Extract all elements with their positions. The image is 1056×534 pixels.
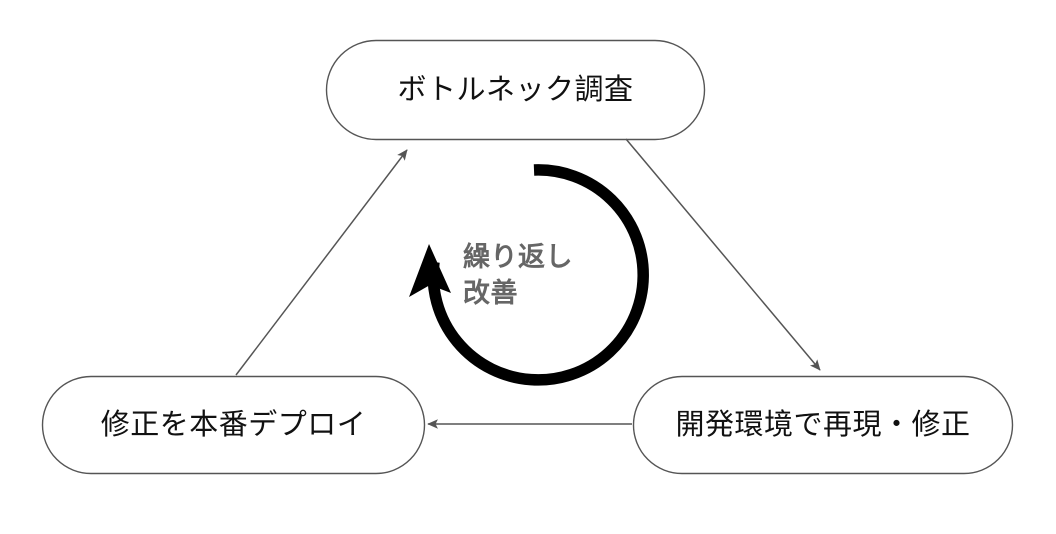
connector-left-to-top: [235, 149, 408, 376]
node-shape-reproduce-and-fix-in-dev[interactable]: [632, 375, 1014, 475]
node-shape-bottleneck-investigation[interactable]: [325, 39, 706, 141]
connector-top-to-right: [625, 138, 821, 371]
repeat-cycle-arrow-icon: [409, 164, 649, 386]
node-shape-deploy-fix-to-production[interactable]: [41, 375, 426, 475]
